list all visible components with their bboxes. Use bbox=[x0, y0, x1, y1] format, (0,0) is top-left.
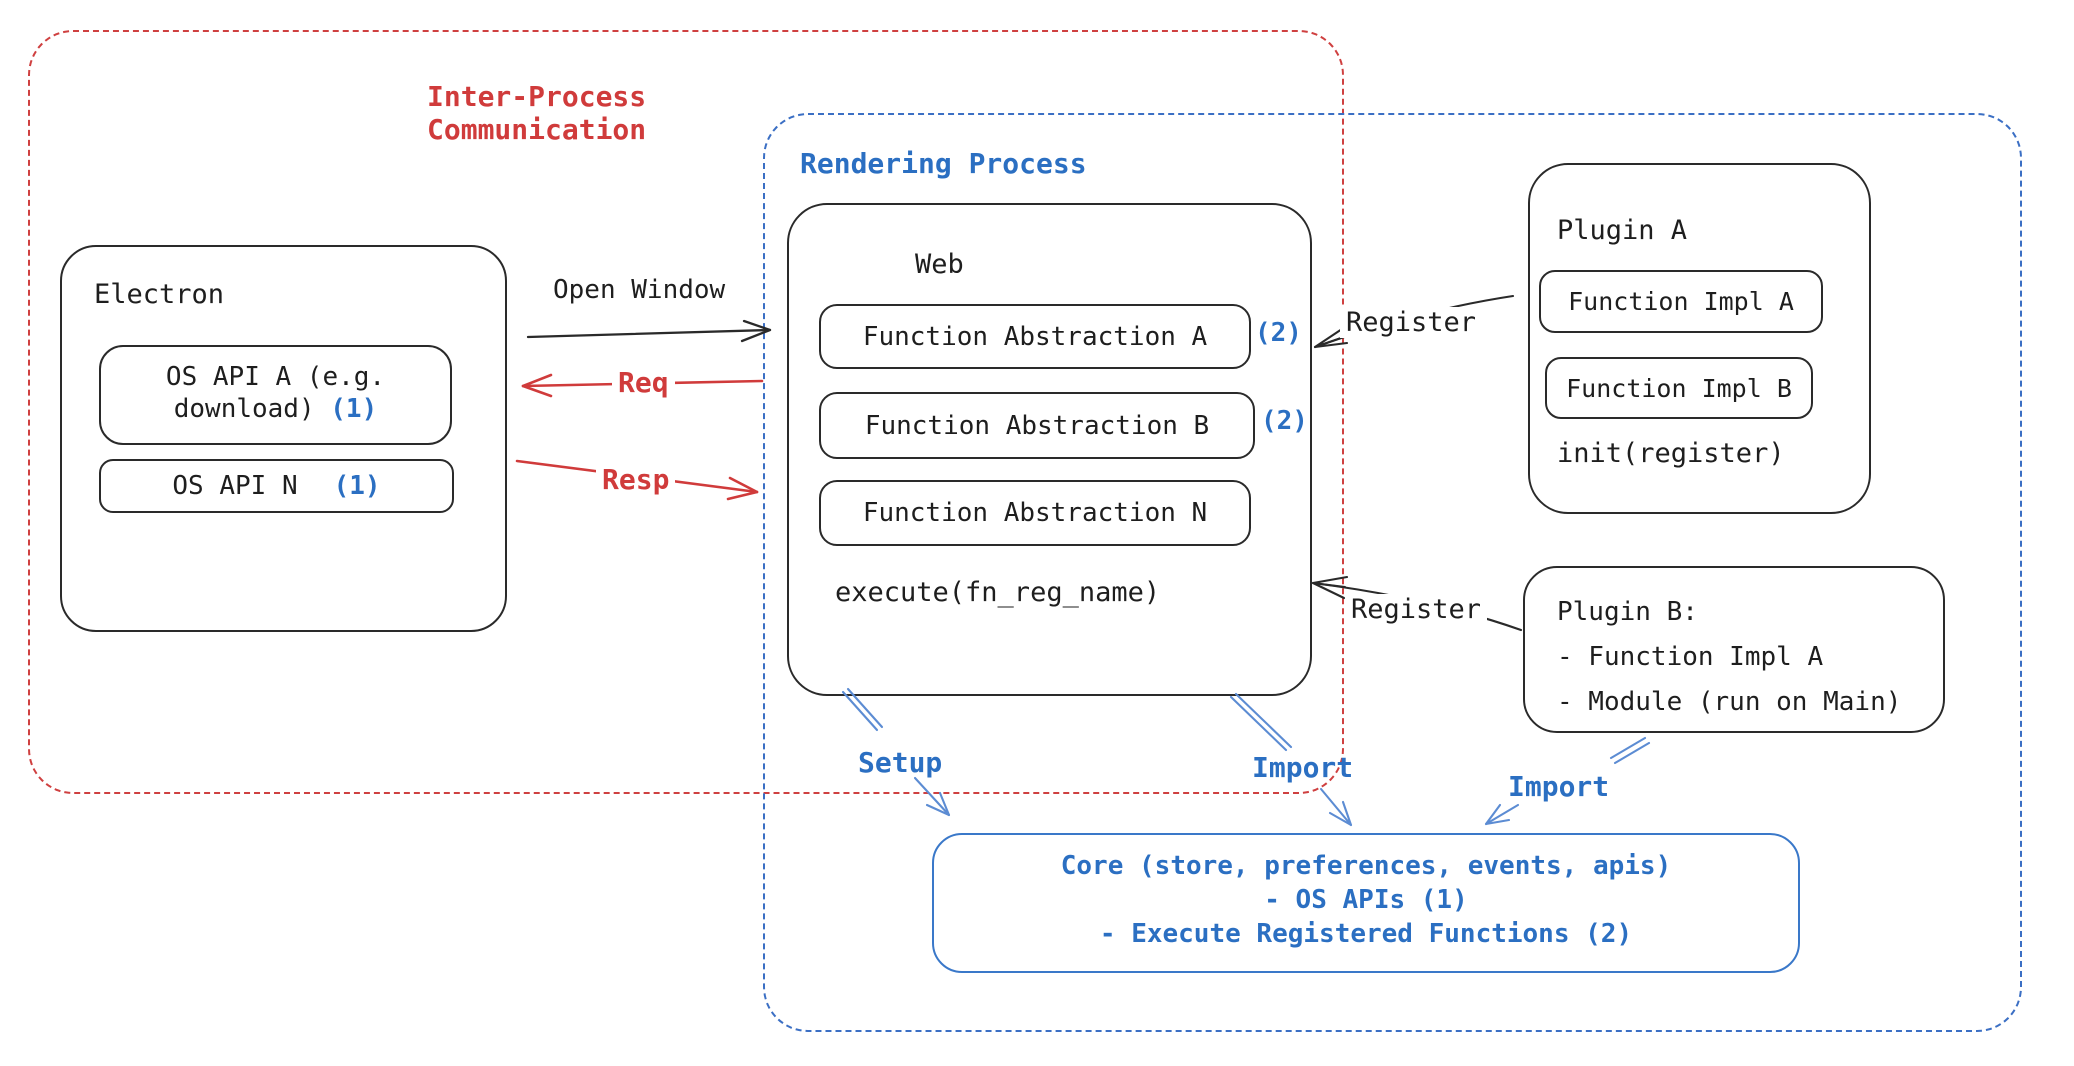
os-api-n-label: OS API N bbox=[172, 471, 298, 501]
os-api-a-badge: (1) bbox=[330, 394, 378, 424]
electron-box: Electron OS API A (e.g. download) (1) OS… bbox=[60, 245, 507, 632]
plugin-b-box: Plugin B: - Function Impl A - Module (ru… bbox=[1523, 566, 1945, 733]
electron-title: Electron bbox=[94, 279, 225, 310]
execute-label: execute(fn_reg_name) bbox=[835, 577, 1161, 608]
function-abstraction-n-box: Function Abstraction N bbox=[819, 480, 1251, 546]
setup-label: Setup bbox=[858, 746, 943, 779]
ipc-region-title: Inter-Process Communication bbox=[427, 80, 647, 146]
plugin-a-box: Plugin A Function Impl A Function Impl B… bbox=[1528, 163, 1871, 514]
core-box: Core (store, preferences, events, apis) … bbox=[932, 833, 1800, 973]
function-impl-b-label: Function Impl B bbox=[1566, 373, 1792, 403]
plugin-b-line-module: - Module (run on Main) bbox=[1557, 687, 1902, 717]
core-line-title: Core (store, preferences, events, apis) bbox=[1060, 851, 1672, 881]
os-api-a-label: OS API A (e.g. download) bbox=[165, 362, 386, 424]
import-web-label: Import bbox=[1252, 751, 1354, 784]
function-abstraction-b-box: Function Abstraction B bbox=[819, 392, 1255, 459]
register-bottom-label: Register bbox=[1345, 594, 1488, 625]
import-pluginb-label: Import bbox=[1508, 770, 1610, 803]
register-top-label: Register bbox=[1340, 307, 1483, 338]
function-abstraction-a-box: Function Abstraction A bbox=[819, 304, 1251, 369]
function-abstraction-b-label: Function Abstraction B bbox=[864, 410, 1210, 441]
function-abstraction-b-badge: (2) bbox=[1261, 406, 1308, 436]
function-impl-b-box: Function Impl B bbox=[1545, 357, 1813, 419]
core-line-os-apis: - OS APIs (1) bbox=[1264, 885, 1468, 915]
os-api-n-badge: (1) bbox=[333, 471, 381, 501]
rendering-region-title: Rendering Process bbox=[800, 147, 1087, 180]
plugin-b-title: Plugin B: bbox=[1557, 597, 1698, 627]
web-title: Web bbox=[915, 249, 964, 280]
open-window-label: Open Window bbox=[553, 275, 726, 305]
os-api-a-box: OS API A (e.g. download) (1) bbox=[99, 345, 452, 445]
function-abstraction-n-label: Function Abstraction N bbox=[862, 498, 1208, 528]
plugin-b-line-impl-a: - Function Impl A bbox=[1557, 642, 1824, 672]
function-abstraction-a-label: Function Abstraction A bbox=[862, 321, 1208, 352]
rendering-region-border bbox=[763, 113, 2022, 1032]
ipc-region-border bbox=[28, 30, 1344, 794]
plugin-a-title: Plugin A bbox=[1557, 215, 1688, 246]
function-abstraction-a-badge: (2) bbox=[1255, 318, 1302, 348]
init-register-label: init(register) bbox=[1557, 438, 1785, 469]
os-api-n-box: OS API N (1) bbox=[99, 459, 454, 513]
web-box: Web Function Abstraction A (2) Function … bbox=[787, 203, 1312, 696]
req-label: Req bbox=[612, 366, 675, 399]
resp-label: Resp bbox=[596, 463, 676, 496]
function-impl-a-label: Function Impl A bbox=[1568, 287, 1794, 316]
function-impl-a-box: Function Impl A bbox=[1539, 270, 1823, 333]
core-line-execute: - Execute Registered Functions (2) bbox=[1099, 919, 1633, 949]
